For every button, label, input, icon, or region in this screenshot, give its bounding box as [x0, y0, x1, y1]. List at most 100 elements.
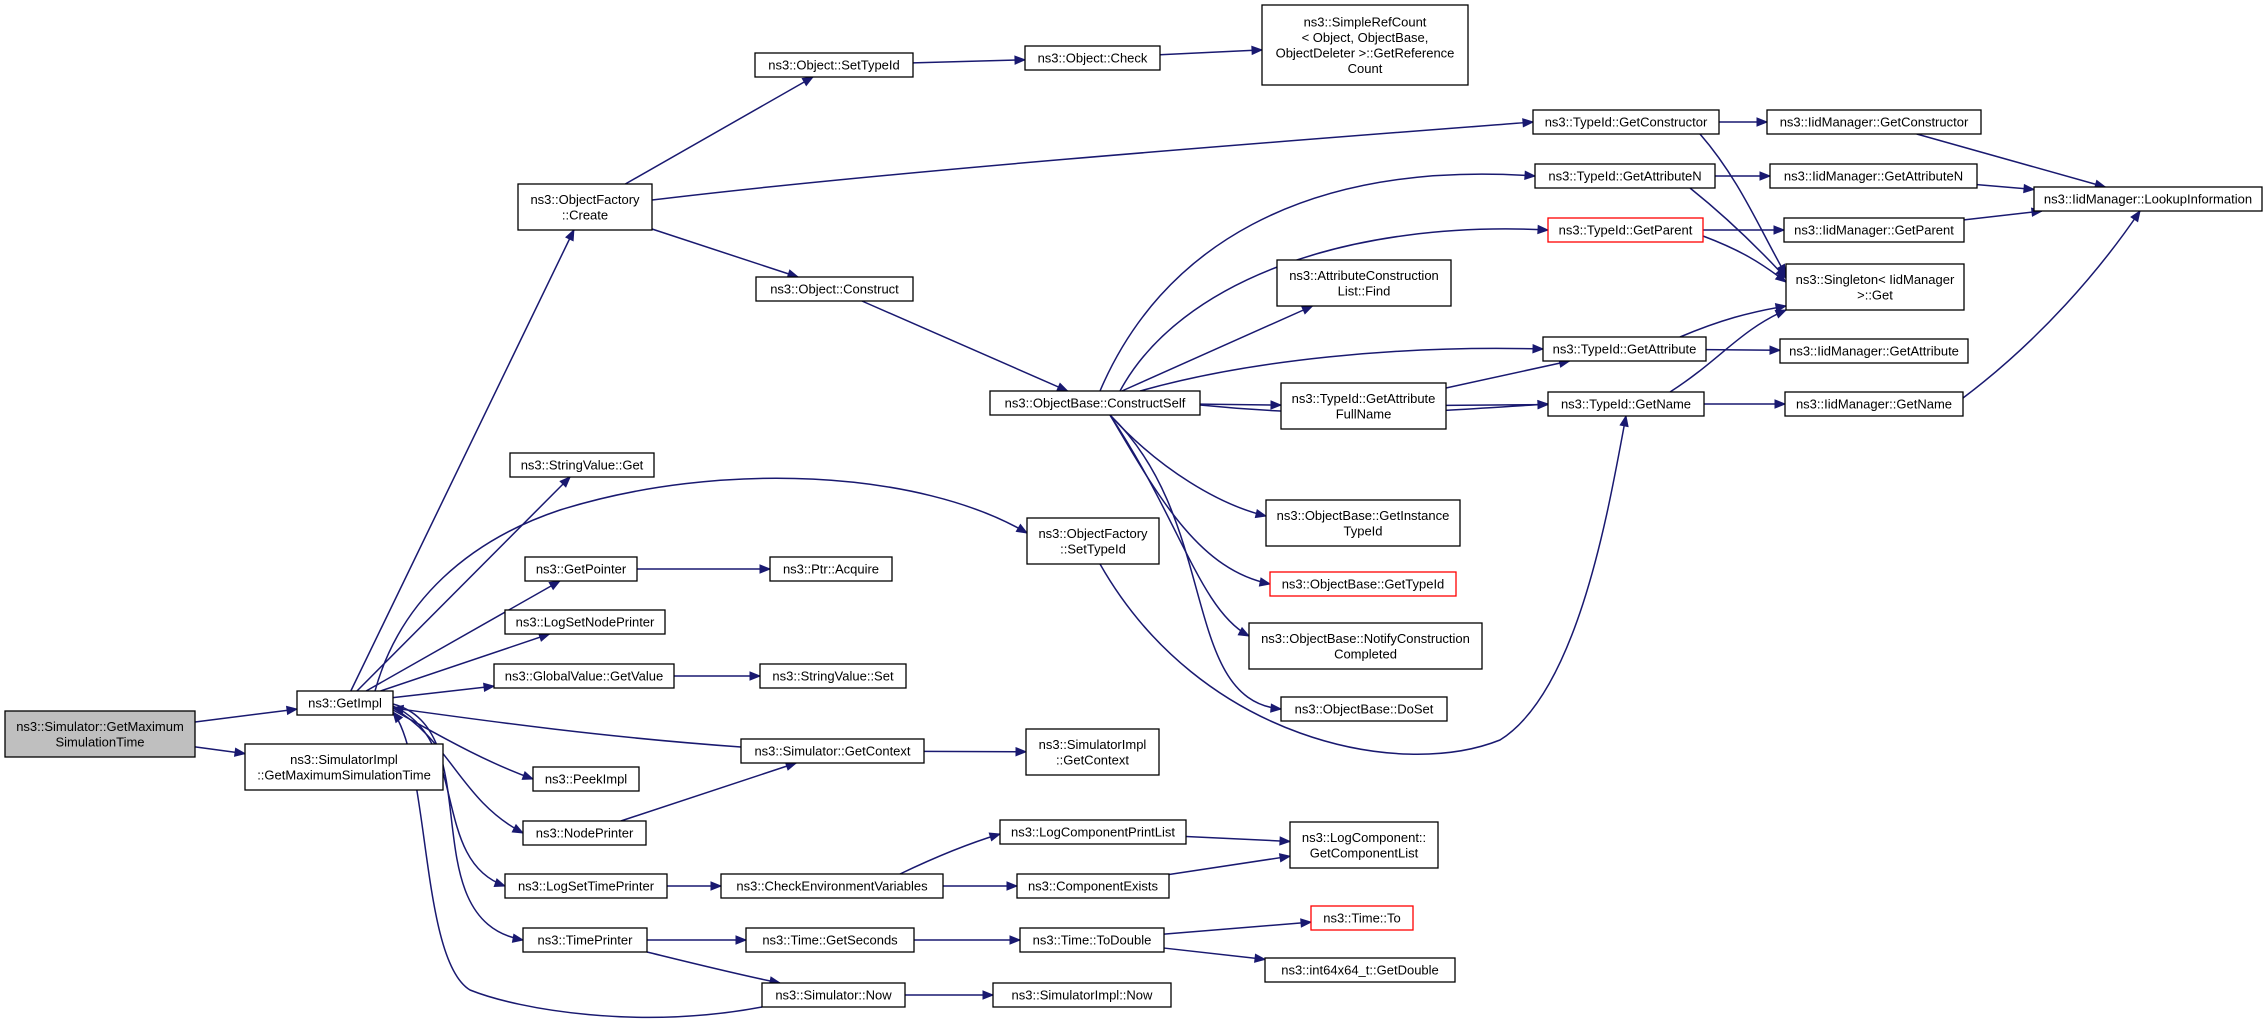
arrowhead-typeid_getparent-to-singleton_get — [1774, 271, 1788, 283]
edge-getimpl-to-logsetnodeprinter — [380, 633, 550, 692]
node-typeid_getattribute[interactable]: ns3::TypeId::GetAttribute — [1542, 336, 1707, 362]
node-componentexists[interactable]: ns3::ComponentExists — [1016, 873, 1170, 899]
edge-objectbase_constructself-to-objectbase_doset — [1109, 414, 1282, 710]
node-logsetnodeprinter[interactable]: ns3::LogSetNodePrinter — [504, 609, 666, 635]
node-iid_getparent[interactable]: ns3::IidManager::GetParent — [1783, 217, 1965, 243]
node-object_settypeid[interactable]: ns3::Object::SetTypeId — [754, 52, 914, 78]
node-label: ns3::GlobalValue::GetValue — [505, 669, 664, 684]
node-simimpl_getcontext[interactable]: ns3::SimulatorImpl::GetContext — [1025, 728, 1160, 776]
node-root[interactable]: ns3::Simulator::GetMaximumSimulationTime — [4, 710, 196, 758]
node-label: ns3::LogComponent:: — [1302, 830, 1426, 845]
node-label: ns3::Object::Construct — [770, 282, 899, 297]
node-simimpl_getmax[interactable]: ns3::SimulatorImpl::GetMaximumSimulation… — [244, 743, 444, 791]
node-box — [989, 390, 1201, 416]
node-time_getseconds[interactable]: ns3::Time::GetSeconds — [745, 927, 915, 953]
node-globalvalue_getvalue[interactable]: ns3::GlobalValue::GetValue — [493, 663, 675, 689]
node-typeid_getattributen[interactable]: ns3::TypeId::GetAttributeN — [1534, 163, 1716, 189]
node-label: ns3::TypeId::GetAttribute — [1553, 342, 1697, 357]
node-logcomponent_getlist[interactable]: ns3::LogComponent::GetComponentList — [1289, 821, 1439, 869]
node-objfactory_create[interactable]: ns3::ObjectFactory::Create — [517, 183, 653, 231]
arrowhead-objfactory_settypeid-to-typeid_getname — [1619, 414, 1629, 428]
edge-getimpl-to-logsettimeprinter — [392, 705, 506, 887]
edge-getimpl-to-objfactory_create — [350, 229, 575, 692]
arrowhead-objectbase_constructself-to-typeid_getattribute — [1532, 343, 1545, 354]
edge-getimpl-to-objfactory_settypeid — [374, 477, 1028, 692]
node-objfactory_settypeid[interactable]: ns3::ObjectFactory::SetTypeId — [1026, 517, 1160, 565]
node-iid_getconstructor[interactable]: ns3::IidManager::GetConstructor — [1766, 109, 1982, 135]
node-box — [740, 738, 925, 764]
node-simplerefcount[interactable]: ns3::SimpleRefCount< Object, ObjectBase,… — [1261, 4, 1469, 86]
node-checkenvvars[interactable]: ns3::CheckEnvironmentVariables — [720, 873, 944, 899]
node-typeid_getconstructor[interactable]: ns3::TypeId::GetConstructor — [1532, 109, 1720, 135]
node-box — [522, 820, 647, 846]
node-iid_getname[interactable]: ns3::IidManager::GetName — [1784, 391, 1964, 417]
node-time_todouble[interactable]: ns3::Time::ToDouble — [1019, 927, 1165, 953]
node-stringvalue_set[interactable]: ns3::StringValue::Set — [759, 663, 907, 689]
node-box — [1248, 622, 1483, 670]
arrowhead-typeid_getattrfullname-to-typeid_getname — [1537, 399, 1550, 410]
node-time_to[interactable]: ns3::Time::To — [1310, 905, 1414, 931]
node-label: ns3::Simulator::GetContext — [754, 744, 910, 759]
edge-typeid_getconstructor-to-singleton_get — [1699, 133, 1787, 276]
node-getpointer[interactable]: ns3::GetPointer — [524, 556, 638, 582]
node-timeprinter[interactable]: ns3::TimePrinter — [522, 927, 648, 953]
node-int64x64_getdouble[interactable]: ns3::int64x64_t::GetDouble — [1264, 957, 1456, 983]
arrowhead-typeid_getname-to-iid_getname — [1774, 399, 1787, 409]
node-label: ns3::SimpleRefCount — [1304, 14, 1427, 29]
node-label: ns3::AttributeConstruction — [1289, 268, 1439, 283]
node-box — [999, 819, 1187, 845]
node-box — [1024, 45, 1161, 71]
arrowhead-simulator_getcontext-to-getimpl — [391, 704, 405, 715]
edge-object_check-to-simplerefcount — [1159, 49, 1263, 56]
arrowhead-object_check-to-simplerefcount — [1251, 45, 1264, 56]
node-simimpl_now[interactable]: ns3::SimulatorImpl::Now — [992, 982, 1172, 1008]
node-label: ns3::TimePrinter — [538, 933, 634, 948]
edge-typeid_getattribute-to-iid_getattribute — [1705, 348, 1781, 351]
node-typeid_getparent[interactable]: ns3::TypeId::GetParent — [1547, 217, 1704, 243]
edge-root-to-getimpl — [194, 708, 298, 723]
node-logsettimeprinter[interactable]: ns3::LogSetTimePrinter — [504, 873, 668, 899]
arrowhead-objectbase_constructself-to-typeid_getattrfullname — [1270, 400, 1283, 410]
arrowhead-getpointer-to-ptr_acquire — [759, 564, 772, 574]
node-simulator_now[interactable]: ns3::Simulator::Now — [761, 982, 906, 1008]
node-nodeprinter[interactable]: ns3::NodePrinter — [522, 820, 647, 846]
node-objectbase_doset[interactable]: ns3::ObjectBase::DoSet — [1280, 696, 1448, 722]
node-label: List::Find — [1338, 283, 1391, 298]
node-iid_getattributen[interactable]: ns3::IidManager::GetAttributeN — [1769, 163, 1978, 189]
node-getimpl[interactable]: ns3::GetImpl — [296, 690, 394, 716]
node-box — [1310, 905, 1414, 931]
node-iid_getattribute[interactable]: ns3::IidManager::GetAttribute — [1779, 338, 1969, 364]
edge-timeprinter-to-simulator_now — [646, 951, 781, 984]
node-logcomponentprintlist[interactable]: ns3::LogComponentPrintList — [999, 819, 1187, 845]
node-typeid_getname[interactable]: ns3::TypeId::GetName — [1547, 391, 1705, 417]
node-object_construct[interactable]: ns3::Object::Construct — [755, 276, 914, 302]
node-box — [522, 927, 648, 953]
arrowhead-objectbase_constructself-to-objectbase_gettypeid — [1258, 577, 1272, 587]
edge-getimpl-to-getpointer — [365, 580, 561, 692]
node-box — [1025, 728, 1160, 776]
arrowhead-time_todouble-to-time_to — [1300, 918, 1313, 928]
node-label: ns3::CheckEnvironmentVariables — [736, 879, 928, 894]
node-ptr_acquire[interactable]: ns3::Ptr::Acquire — [769, 556, 893, 582]
node-singleton_get[interactable]: ns3::Singleton< IidManager>::Get — [1785, 263, 1965, 311]
node-box — [532, 766, 640, 792]
node-peekimpl[interactable]: ns3::PeekImpl — [532, 766, 640, 792]
node-box — [1276, 259, 1452, 307]
node-object_check[interactable]: ns3::Object::Check — [1024, 45, 1161, 71]
node-label: TypeId — [1343, 523, 1382, 538]
edge-iid_getname-to-iid_lookupinfo — [1962, 210, 2141, 399]
node-objectbase_gettypeid[interactable]: ns3::ObjectBase::GetTypeId — [1269, 571, 1457, 597]
node-simulator_getcontext[interactable]: ns3::Simulator::GetContext — [740, 738, 925, 764]
node-box — [754, 52, 914, 78]
node-objectbase_constructself[interactable]: ns3::ObjectBase::ConstructSelf — [989, 390, 1201, 416]
edge-getimpl-to-nodeprinter — [392, 707, 524, 834]
node-box — [745, 927, 915, 953]
edge-time_todouble-to-int64x64_getdouble — [1163, 947, 1266, 961]
node-iid_lookupinfo[interactable]: ns3::IidManager::LookupInformation — [2033, 186, 2263, 212]
edge-logcomponentprintlist-to-logcomponent_getlist — [1185, 835, 1291, 843]
node-stringvalue_get[interactable]: ns3::StringValue::Get — [509, 452, 655, 478]
node-objectbase_notifyconstruction[interactable]: ns3::ObjectBase::NotifyConstructionCompl… — [1248, 622, 1483, 670]
